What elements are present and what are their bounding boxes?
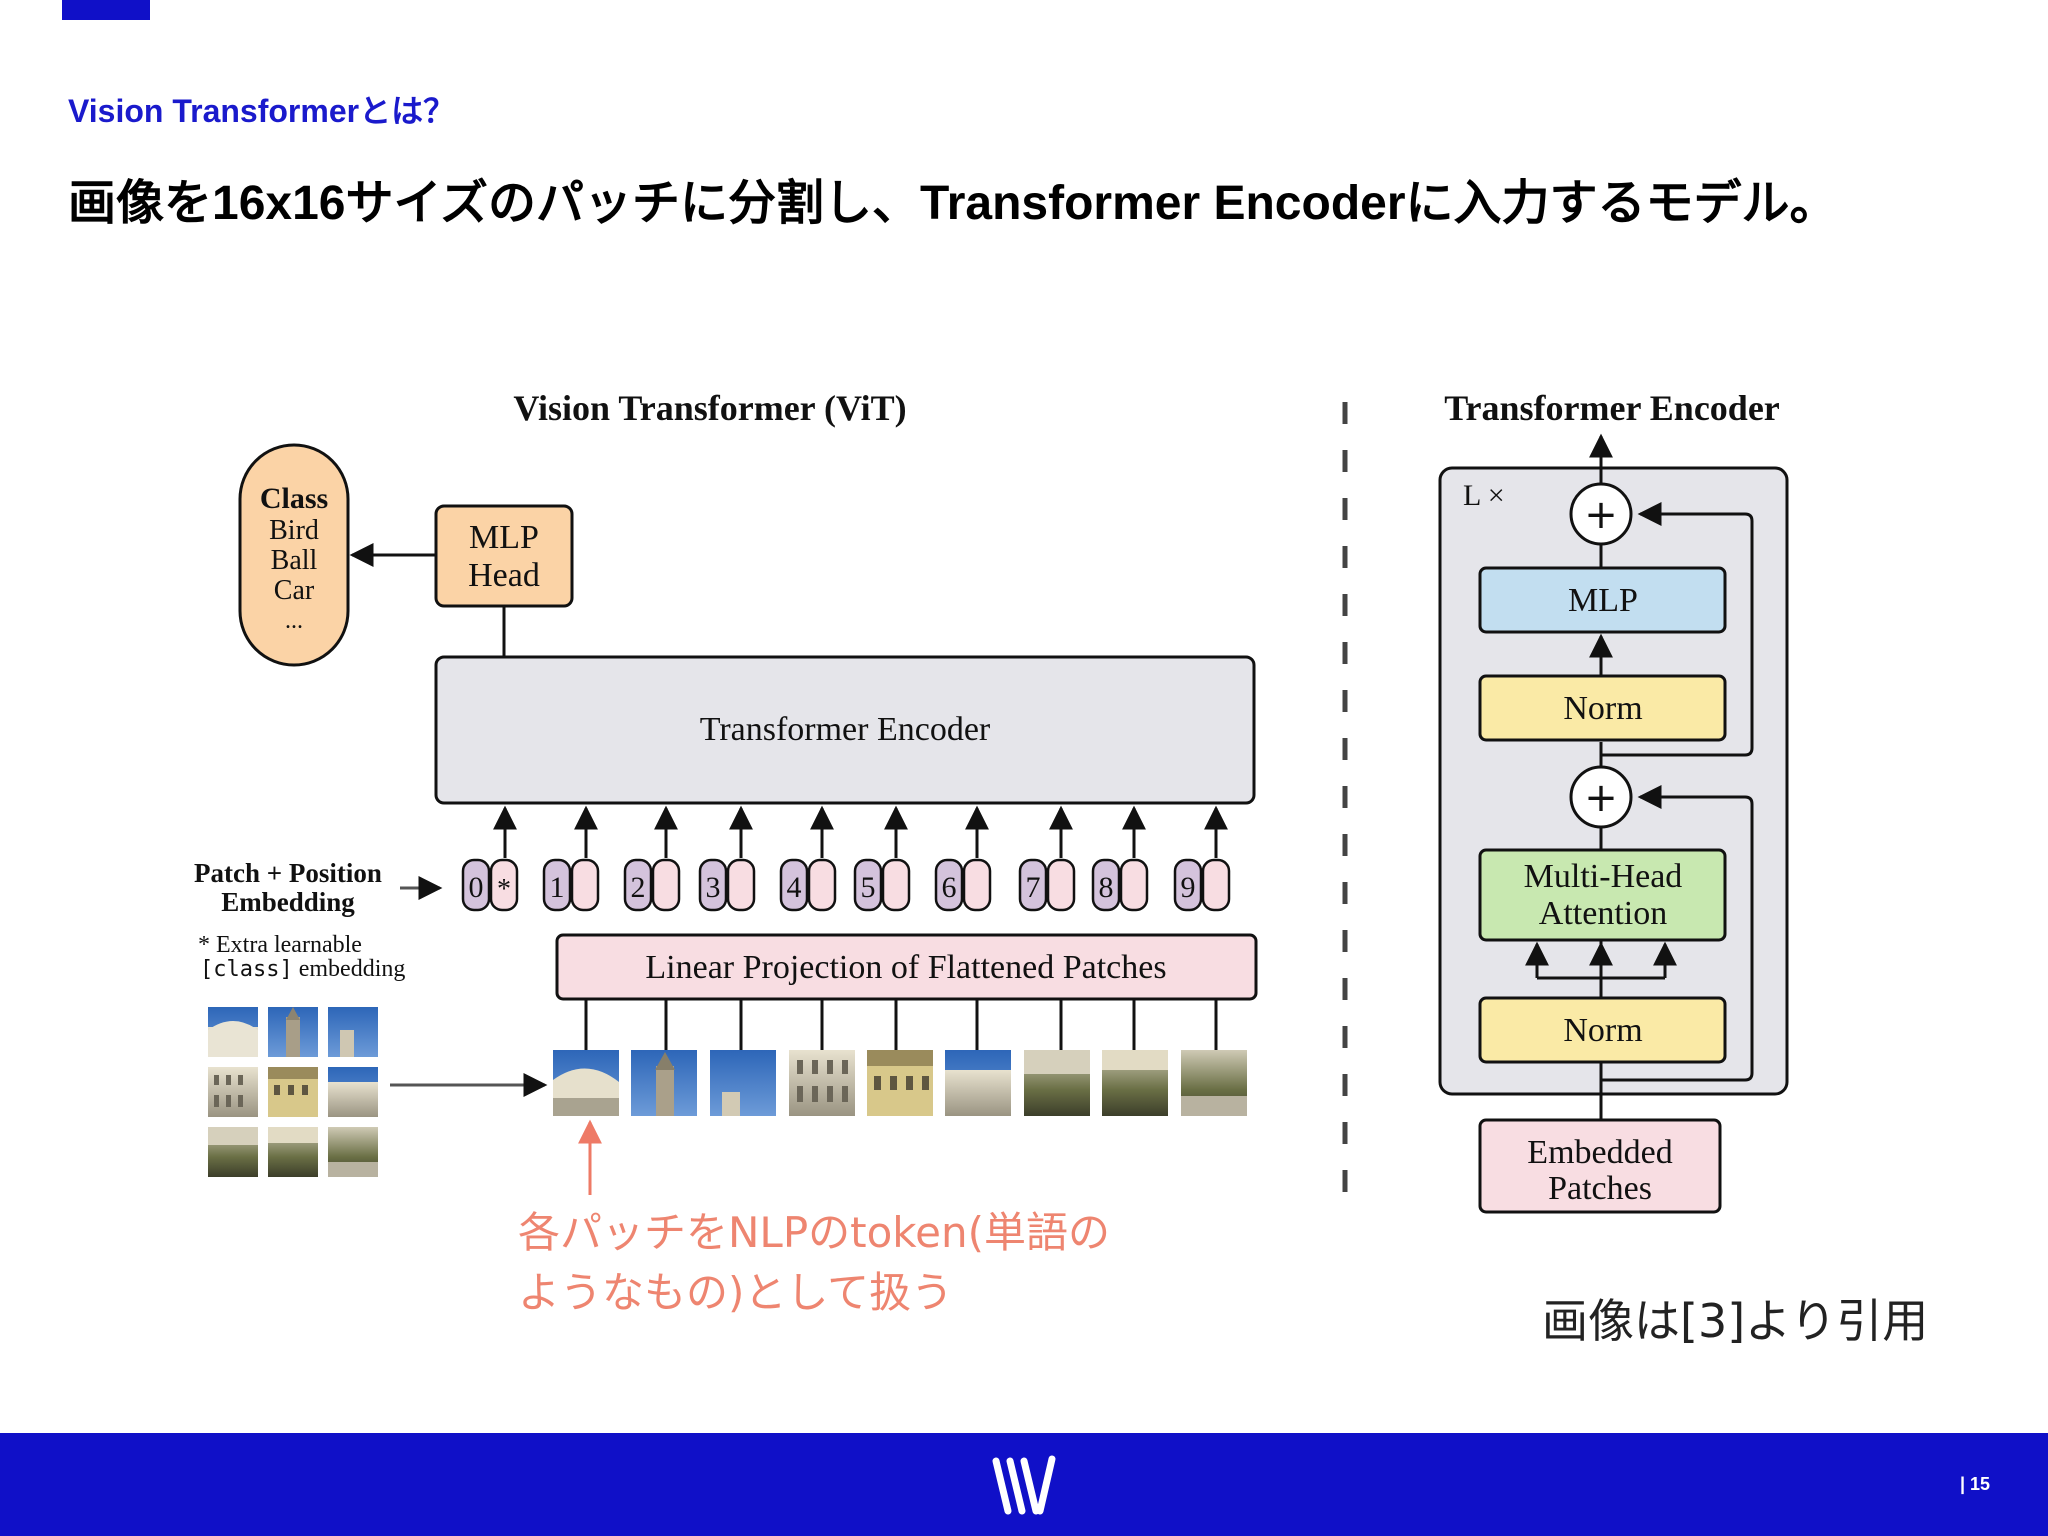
token-0: 0 * [461,858,519,912]
token-3: 3 [698,858,756,912]
class-item-bird: Bird [269,515,319,546]
grid-patch-9 [328,1127,378,1177]
token-row: 0 * 1 2 3 4 5 [461,858,1231,912]
patch-token-annotation: 各パッチをNLPのtoken(単語の ようなもの)として扱う [518,1203,1238,1323]
linear-projection-label: Linear Projection of Flattened Patches [645,949,1166,986]
residual-add-bottom: + [1569,765,1633,829]
extra-note-line2: [class] embedding [200,956,405,982]
svg-text:2: 2 [631,871,646,904]
svg-text:0: 0 [469,871,484,904]
svg-text:Norm: Norm [1563,690,1642,727]
svg-text:Norm: Norm [1563,1012,1642,1049]
encoder-mlp-box: MLP [1478,566,1727,634]
transformer-encoder-box: Transformer Encoder [434,655,1256,805]
repeat-label: L × [1463,479,1505,512]
patch-to-projection-lines [584,999,1218,1050]
class-code: [class] [200,957,293,982]
encoder-detail-title: Transformer Encoder [1444,388,1780,428]
source-image-grid [208,1007,378,1177]
svg-text:5: 5 [861,871,876,904]
grid-patch-5 [268,1067,318,1117]
encoder-detail-block: L × + + MLP Norm [1438,433,1789,1120]
class-item-ball: Ball [271,545,318,576]
token-4: 4 [779,858,837,912]
svg-text:8: 8 [1099,871,1114,904]
top-accent-bar [62,0,150,20]
vit-title: Vision Transformer (ViT) [513,388,906,428]
grid-patch-7 [208,1127,258,1177]
grid-patch-2 [268,1007,318,1057]
class-item-more: ... [285,608,303,634]
svg-text:Patches: Patches [1548,1170,1652,1207]
class-title: Class [260,482,328,515]
mlp-head-line1: MLP [469,519,539,556]
class-token-star: * [497,874,511,905]
patch-3 [710,1050,776,1116]
grid-patch-1 [208,1007,258,1057]
svg-text:1: 1 [550,871,565,904]
token-9: 9 [1173,858,1231,912]
footer-bar: | 15 [0,1433,2048,1536]
patch-4 [789,1050,855,1116]
token-5: 5 [853,858,911,912]
svg-text:+: + [1584,492,1618,538]
token-6: 6 [934,858,992,912]
annotation-line2: ようなもの)として扱う [518,1268,954,1317]
multi-head-attention-box: Multi-Head Attention [1478,848,1727,942]
token-2: 2 [623,858,681,912]
svg-text:+: + [1584,775,1618,821]
patch-6 [945,1050,1011,1116]
grid-patch-6 [328,1067,378,1117]
patch-7 [1024,1050,1090,1116]
mlp-head-line2: Head [468,557,540,594]
token-1: 1 [542,858,600,912]
linear-projection-box: Linear Projection of Flattened Patches [555,933,1258,1001]
encoder-norm-top-box: Norm [1478,674,1727,742]
patch-2 [631,1050,697,1116]
flattened-patches-row [553,1050,1247,1116]
grid-patch-8 [268,1127,318,1177]
patch-8 [1102,1050,1168,1116]
svg-text:4: 4 [787,871,802,904]
class-output-box: Class Bird Ball Car ... [238,443,350,667]
svg-text:6: 6 [942,871,957,904]
patch-position-label-line1: Patch + Position [194,858,382,888]
slide-headline: 画像を16x16サイズのパッチに分割し、Transformer Encoderに… [68,177,1838,230]
svg-text:Embedded: Embedded [1527,1134,1672,1171]
svg-text:9: 9 [1181,871,1196,904]
transformer-encoder-label: Transformer Encoder [700,711,991,748]
encoder-norm-bottom-box: Norm [1478,996,1727,1064]
patch-1 [553,1050,619,1116]
mlp-head-box: MLP Head [434,504,574,608]
grid-patch-4 [208,1067,258,1117]
patch-5 [867,1050,933,1116]
svg-text:Attention: Attention [1539,895,1667,932]
page-number: | 15 [1959,1474,1990,1494]
svg-text:3: 3 [706,871,721,904]
token-8: 8 [1091,858,1149,912]
extra-note-line1: * Extra learnable [198,932,362,958]
company-logo [992,1455,1056,1515]
section-title: Vision Transformerとは？ [68,93,456,129]
token-arrows [493,805,1228,858]
patch-position-label-line2: Embedding [221,887,355,917]
svg-text:MLP: MLP [1568,582,1638,619]
citation: 画像は[3]より引用 [1542,1294,1929,1348]
svg-text:Multi-Head: Multi-Head [1524,858,1683,895]
grid-patch-3 [328,1007,378,1057]
class-item-car: Car [274,575,315,606]
svg-text:7: 7 [1026,871,1041,904]
embedded-patches-box: Embedded Patches [1478,1118,1722,1214]
residual-add-top: + [1569,482,1633,546]
embedding-word: embedding [293,956,406,982]
annotation-line1: 各パッチをNLPのtoken(単語の [518,1208,1110,1257]
token-7: 7 [1018,858,1076,912]
patch-9 [1181,1050,1247,1116]
